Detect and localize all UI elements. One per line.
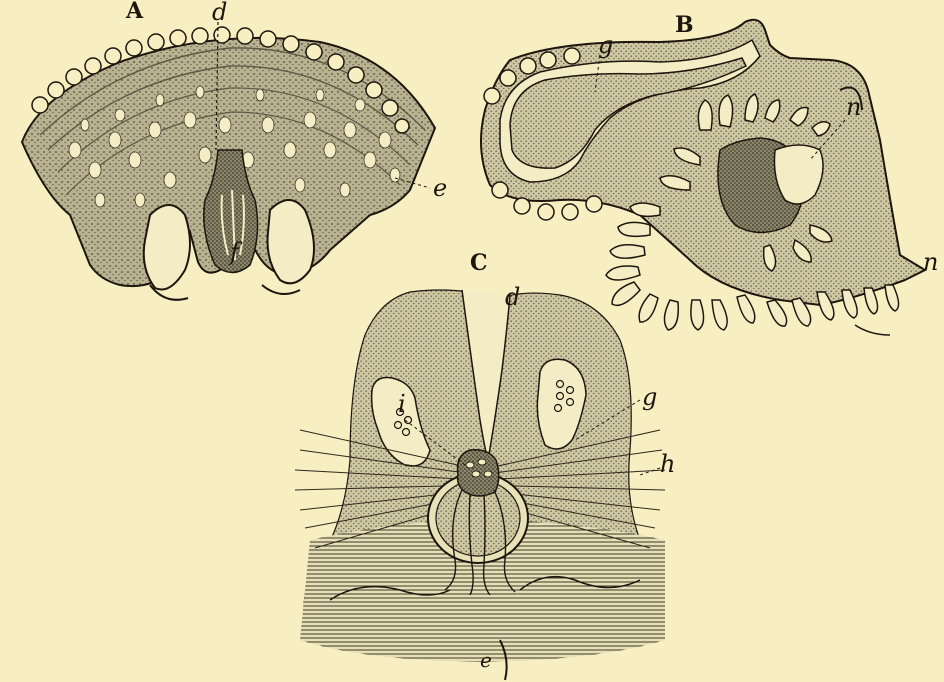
panel-b-caption: B [675,14,694,36]
annotation-c-d: d [505,285,520,309]
annotation-c-g: g [642,385,657,409]
annotation-c-i: i [398,392,406,416]
annotation-a-d: d [212,0,227,24]
panel-b-drawing [481,20,925,335]
annotation-b-n-lower: n [923,250,938,274]
annotation-a-f: f [230,240,239,264]
panel-a-caption: A [126,0,143,22]
annotation-a-e: e [433,176,447,200]
panel-a-drawing [22,22,435,300]
annotation-c-e: e [480,650,492,670]
panel-c-drawing [295,290,665,680]
panel-c-caption: C [470,252,488,274]
annotation-b-n-upper: n [846,95,861,119]
annotation-b-g: g [598,33,613,57]
annotation-c-h: h [660,452,675,476]
